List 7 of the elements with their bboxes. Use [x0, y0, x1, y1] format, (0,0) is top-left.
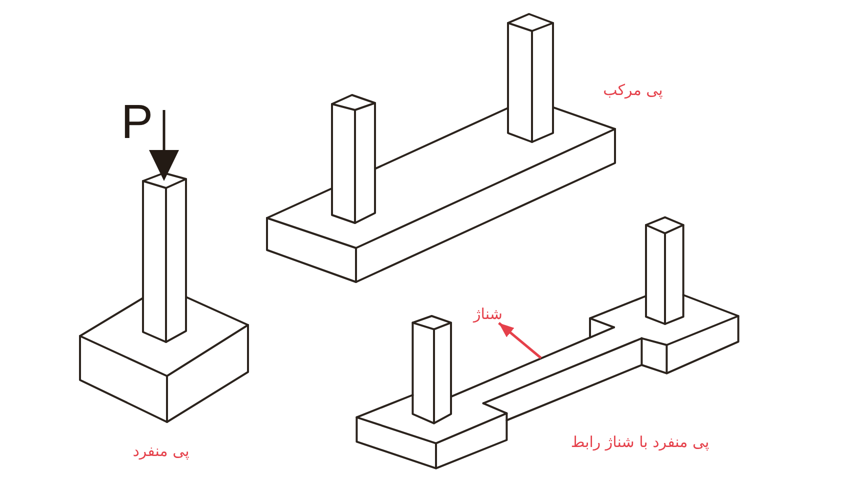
caption: پی منفرد: [132, 442, 190, 460]
force-label: P: [121, 99, 153, 147]
part-label: شناژ: [474, 305, 502, 323]
leader-arrow: [498, 322, 542, 359]
tie-beam: [450, 326, 643, 422]
caption: پی مرکب: [603, 81, 663, 99]
caption: پی منفرد با شناژ رابط: [570, 433, 710, 451]
